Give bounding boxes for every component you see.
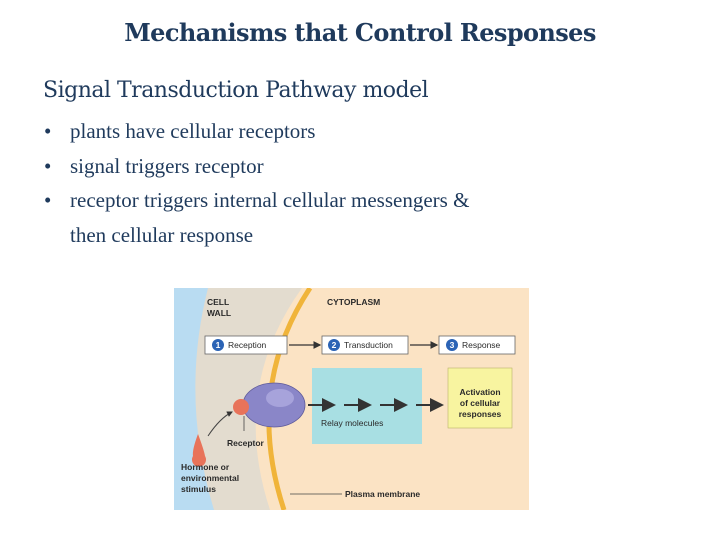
bullet-marker: • <box>44 188 52 212</box>
bullet-text: plants have cellular receptors <box>70 119 316 143</box>
slide-title: Mechanisms that Control Responses <box>124 18 596 47</box>
activation-label: responses <box>459 409 502 419</box>
cell-wall-label: CELL <box>207 297 229 307</box>
step-number-circle <box>328 339 340 351</box>
bullet-item: • receptor triggers internal cellular me… <box>44 183 644 218</box>
hormone-label: environmental <box>181 473 239 483</box>
activation-label: Activation <box>459 387 500 397</box>
receptor-highlight <box>266 389 294 407</box>
hormone-label: stimulus <box>181 484 216 494</box>
hormone-label: Hormone or <box>181 462 230 472</box>
step-number-circle <box>446 339 458 351</box>
cell-wall-label: WALL <box>207 308 231 318</box>
bullet-marker: • <box>44 153 52 178</box>
step-label: Response <box>462 340 501 350</box>
activation-box <box>447 367 513 429</box>
bullet-text: receptor triggers internal cellular mess… <box>70 188 470 212</box>
bullet-item: • signal triggers receptor <box>44 149 644 184</box>
reception-box <box>204 335 288 355</box>
transduction-box <box>321 335 409 355</box>
step-number-circle <box>212 339 224 351</box>
response-box <box>438 335 516 355</box>
bullet-item: • plants have cellular receptors <box>44 114 644 149</box>
signal-transduction-diagram: CELL WALL CYTOPLASM 1 Reception 2 Transd… <box>174 288 529 510</box>
plasma-membrane-label: Plasma membrane <box>345 489 420 499</box>
bullet-list: • plants have cellular receptors • signa… <box>44 114 644 252</box>
receptor-label: Receptor <box>227 438 265 448</box>
slide-subtitle: Signal Transduction Pathway model <box>43 78 429 103</box>
cytoplasm-label: CYTOPLASM <box>327 297 380 307</box>
step-number: 3 <box>450 340 455 350</box>
step-label: Transduction <box>344 340 393 350</box>
outside-region <box>174 288 214 510</box>
signal-transduction-figure: CELL WALL CYTOPLASM 1 Reception 2 Transd… <box>174 288 529 510</box>
bullet-item-continuation: then cellular response <box>44 218 644 253</box>
step-number: 1 <box>216 340 221 350</box>
bullet-marker: • <box>44 119 52 143</box>
hormone-arrow <box>207 411 233 437</box>
hormone-drop <box>192 434 206 467</box>
bullet-text: then cellular response <box>70 222 254 247</box>
activation-label: of cellular <box>460 398 501 408</box>
step-label: Reception <box>228 340 267 350</box>
step-number: 2 <box>332 340 337 350</box>
relay-molecules-label: Relay molecules <box>321 418 383 428</box>
bound-signal-molecule <box>233 399 249 415</box>
bullet-text: signal triggers receptor <box>70 153 264 178</box>
